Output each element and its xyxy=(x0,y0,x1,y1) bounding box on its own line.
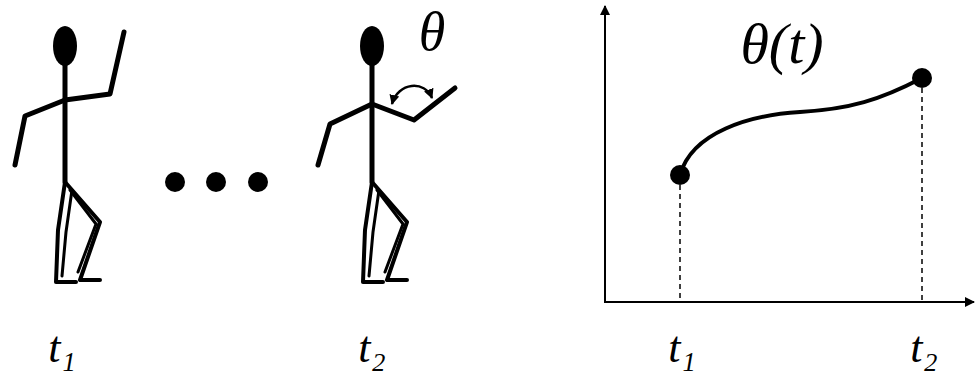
axis-tick-label: t₂ xyxy=(910,326,938,370)
angle-label: θ xyxy=(419,5,446,59)
axis-tick-label: t₁ xyxy=(668,326,696,370)
graph-axes xyxy=(604,6,974,303)
stick-figure xyxy=(15,26,124,282)
stick-figure xyxy=(318,26,455,282)
time-label: t₂ xyxy=(358,326,386,370)
theta-curve xyxy=(680,78,922,175)
ellipsis-dots xyxy=(165,172,268,192)
time-label: t₁ xyxy=(48,326,76,370)
guide-lines xyxy=(680,88,922,302)
function-label: θ(t) xyxy=(740,15,823,73)
angle-arc xyxy=(392,86,432,104)
endpoint-dots xyxy=(670,68,932,185)
